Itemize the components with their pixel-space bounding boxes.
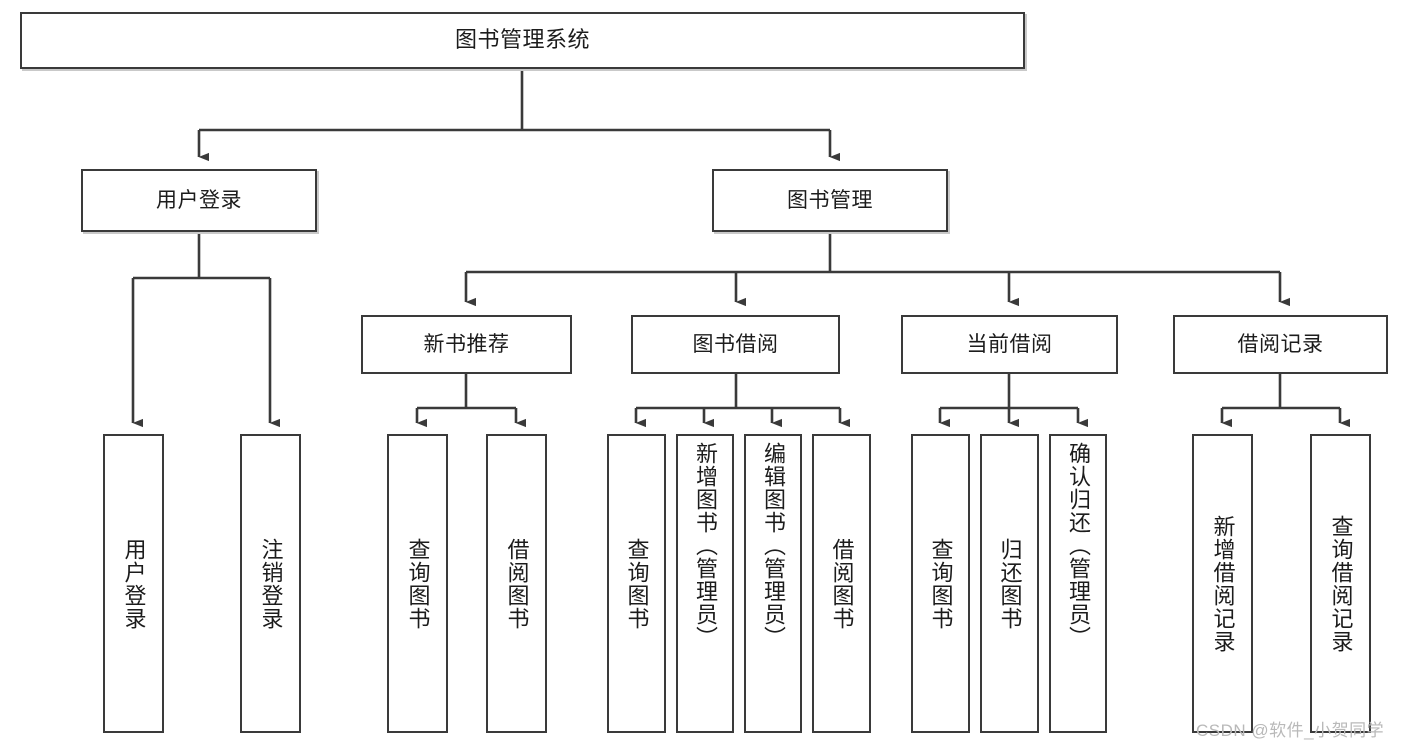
leaf-current-borrow-return-label: 归还图书 (997, 537, 1023, 630)
node-new-book-recommend[interactable]: 新书推荐 (361, 315, 572, 374)
node-book-management-label: 图书管理 (787, 188, 873, 212)
leaf-book-borrow-edit-label: 编辑图书（管理员） (760, 442, 786, 649)
node-root-system-label: 图书管理系统 (454, 27, 590, 53)
node-user-login-label: 用户登录 (156, 188, 242, 212)
node-current-borrow-label: 当前借阅 (966, 332, 1053, 356)
leaf-new-book-borrow[interactable]: 借阅图书 (486, 434, 547, 733)
node-book-management[interactable]: 图书管理 (712, 169, 948, 232)
leaf-current-borrow-query[interactable]: 查询图书 (911, 434, 970, 733)
node-user-login[interactable]: 用户登录 (81, 169, 317, 232)
leaf-current-borrow-return[interactable]: 归还图书 (980, 434, 1039, 733)
leaf-new-book-query[interactable]: 查询图书 (387, 434, 448, 733)
leaf-borrow-record-query-label: 查询借阅记录 (1328, 514, 1354, 653)
leaf-book-borrow-borrow-label: 借阅图书 (829, 537, 855, 630)
node-new-book-recommend-label: 新书推荐 (423, 332, 510, 356)
leaf-user-login-login-label: 用户登录 (121, 537, 147, 630)
leaf-book-borrow-query-label: 查询图书 (624, 537, 650, 630)
node-root-system[interactable]: 图书管理系统 (20, 12, 1025, 69)
leaf-current-borrow-query-label: 查询图书 (928, 537, 954, 630)
leaf-book-borrow-add-label: 新增图书（管理员） (692, 442, 718, 649)
leaf-user-login-logout-label: 注销登录 (258, 537, 284, 630)
node-borrow-record-label: 借阅记录 (1237, 332, 1324, 356)
leaf-borrow-record-add[interactable]: 新增借阅记录 (1192, 434, 1253, 733)
leaf-borrow-record-query[interactable]: 查询借阅记录 (1310, 434, 1371, 733)
leaf-user-login-login[interactable]: 用户登录 (103, 434, 164, 733)
leaf-book-borrow-borrow[interactable]: 借阅图书 (812, 434, 871, 733)
leaf-user-login-logout[interactable]: 注销登录 (240, 434, 301, 733)
leaf-borrow-record-add-label: 新增借阅记录 (1210, 514, 1236, 653)
leaf-new-book-borrow-label: 借阅图书 (504, 537, 530, 630)
leaf-current-borrow-confirm-label: 确认归还（管理员） (1065, 442, 1091, 649)
leaf-book-borrow-query[interactable]: 查询图书 (607, 434, 666, 733)
leaf-book-borrow-add[interactable]: 新增图书（管理员） (676, 434, 734, 733)
node-borrow-record[interactable]: 借阅记录 (1173, 315, 1388, 374)
node-current-borrow[interactable]: 当前借阅 (901, 315, 1118, 374)
leaf-new-book-query-label: 查询图书 (405, 537, 431, 630)
node-book-borrow[interactable]: 图书借阅 (631, 315, 840, 374)
leaf-current-borrow-confirm[interactable]: 确认归还（管理员） (1049, 434, 1107, 733)
leaf-book-borrow-edit[interactable]: 编辑图书（管理员） (744, 434, 802, 733)
node-book-borrow-label: 图书借阅 (692, 332, 779, 356)
